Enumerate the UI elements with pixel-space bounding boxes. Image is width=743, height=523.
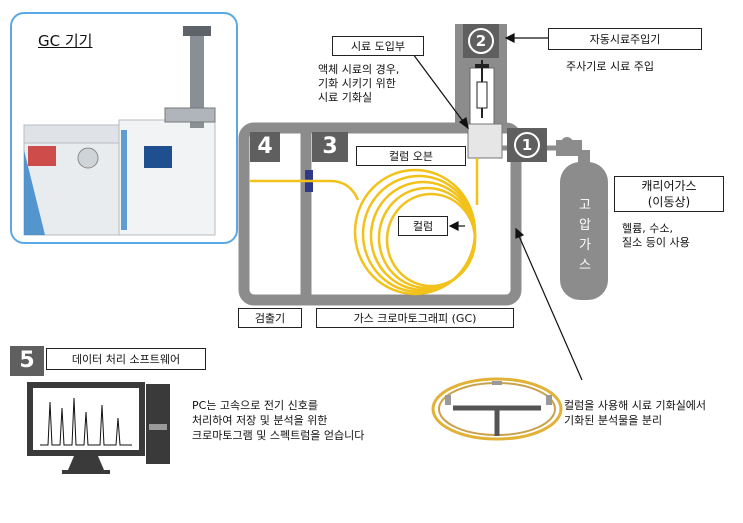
detector-label: 검출기	[238, 308, 302, 328]
column-ring-image	[431, 377, 563, 441]
marker-1: 1	[507, 128, 547, 162]
capillary-column	[250, 158, 479, 296]
pointer-arrows	[412, 33, 583, 381]
marker-5: 5	[10, 346, 44, 376]
gc-system-label: 가스 크로마토그래피 (GC)	[316, 308, 514, 328]
column-label: 컬럼	[398, 216, 448, 236]
software-label: 데이터 처리 소프트웨어	[46, 348, 206, 370]
column-description: 컬럼을 사용해 시료 기화실에서 기화된 분석물을 분리	[564, 399, 707, 427]
autosampler-label: 자동시료주입기	[548, 28, 702, 50]
pc-description: PC는 고속으로 전기 신호를 처리하여 저장 및 분석을 위한 크로마토그램 …	[192, 399, 365, 442]
cylinder-label: 고압가스	[579, 198, 591, 273]
gc-instrument-image	[23, 26, 216, 236]
marker-3: 3	[312, 132, 348, 162]
gc-device-title: GC 기기	[38, 32, 93, 50]
sample-inlet-block	[467, 123, 503, 159]
pc-monitor	[27, 382, 170, 474]
carrier-gas-description: 헬륨, 수소, 질소 등이 사용	[622, 222, 690, 249]
marker-4: 4	[250, 132, 280, 162]
autosampler-description: 주사기로 시료 주입	[566, 60, 654, 73]
carrier-gas-label: 캐리어가스 (이동상)	[614, 176, 724, 212]
gas-cylinder	[560, 150, 608, 300]
column-oven-label: 컬럼 오븐	[356, 146, 466, 166]
marker-2: 2	[463, 24, 499, 58]
sample-inlet-label: 시료 도입부	[332, 36, 424, 56]
sample-inlet-description: 액체 시료의 경우, 기화 시키기 위한 시료 기화실	[318, 63, 400, 104]
